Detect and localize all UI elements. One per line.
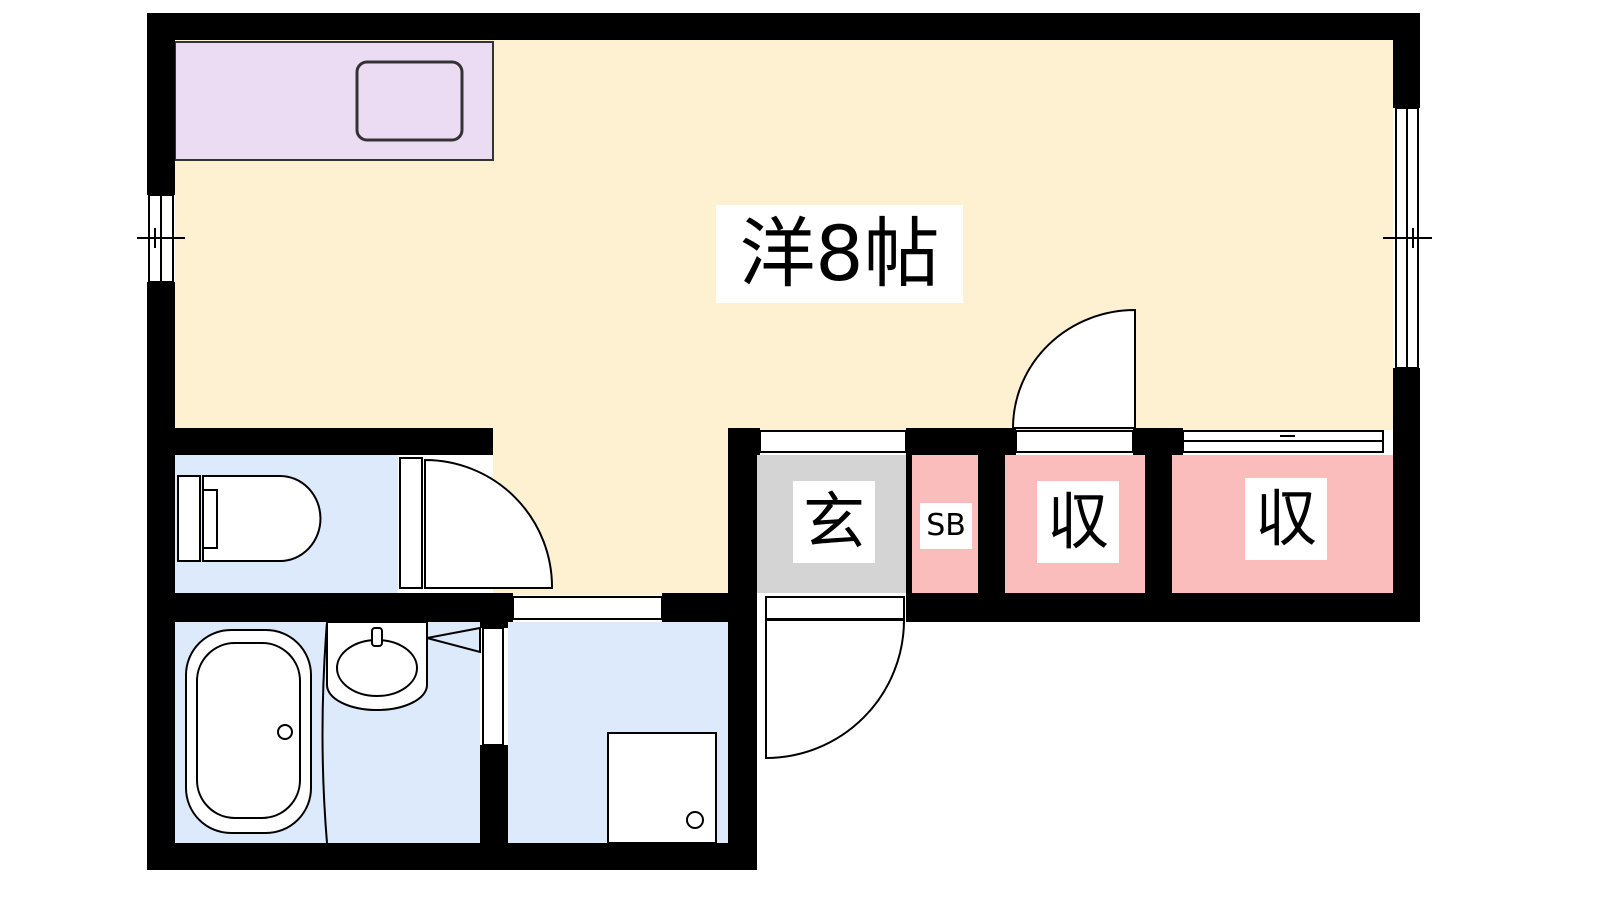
storage-1-label: 収 bbox=[1037, 481, 1119, 563]
window-left bbox=[137, 194, 185, 283]
door-storage bbox=[1011, 308, 1136, 429]
door-bathroom bbox=[482, 627, 504, 746]
kitchen-counter bbox=[174, 41, 494, 161]
entrance-label: 玄 bbox=[793, 481, 875, 563]
sink-basin bbox=[355, 60, 464, 142]
storage-2-label: 収 bbox=[1245, 478, 1327, 560]
bathtub-icon bbox=[185, 629, 312, 834]
opening-washroom-top bbox=[512, 596, 663, 620]
toilet-icon bbox=[177, 475, 322, 562]
walls bbox=[147, 13, 1420, 870]
shoe-box-label: SB bbox=[920, 503, 972, 549]
storage-sliding-door bbox=[1182, 430, 1384, 453]
wash-basin-icon bbox=[326, 621, 481, 711]
washing-machine-space-icon bbox=[607, 732, 717, 844]
door-toilet bbox=[399, 457, 554, 589]
window-right bbox=[1383, 107, 1432, 369]
door-entrance bbox=[765, 596, 906, 760]
bathroom-curtain-line bbox=[321, 621, 328, 844]
western-room-label: 洋8帖 bbox=[716, 205, 963, 303]
entrance-top-frame bbox=[759, 430, 1134, 453]
